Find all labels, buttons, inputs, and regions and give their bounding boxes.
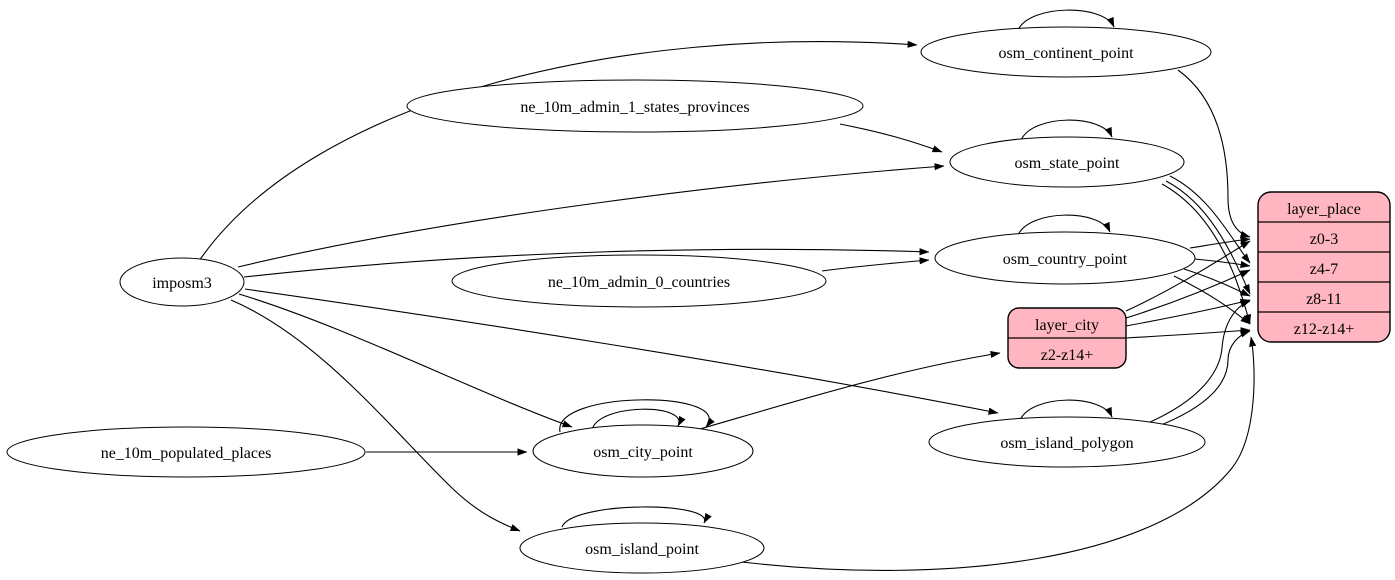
- edge-imposm3-to-osm_city_point: [238, 293, 573, 428]
- node-osm_country_point: osm_country_point: [934, 231, 1196, 285]
- node-osm_continent_point: osm_continent_point: [920, 26, 1212, 78]
- osm_island_polygon-ellipse: [928, 416, 1206, 468]
- ne_10m_admin_0_countries-ellipse: [451, 254, 827, 308]
- imposm3-ellipse: [119, 257, 245, 307]
- layer_city-row-z2-z14: z2-z14+: [1041, 347, 1094, 364]
- edge-osm_state_point-to-layer_place-z12-z14: [1161, 183, 1251, 325]
- edge-group: [198, 40, 1257, 571]
- layer_place-row-z0-3: z0-3: [1310, 231, 1338, 248]
- edge-imposm3-to-osm_island_point: [230, 299, 521, 532]
- layer_place-box: [1257, 191, 1391, 343]
- osm_country_point-label: osm_country_point: [1003, 251, 1128, 268]
- osm_island_point-label: osm_island_point: [585, 541, 699, 558]
- osm_continent_point-ellipse: [920, 26, 1212, 78]
- selfloop-osm_island_polygon: [1019, 399, 1113, 421]
- selfloop-osm_city_point-outer: [559, 399, 715, 433]
- node-osm_island_polygon: osm_island_polygon: [928, 416, 1206, 468]
- edge-ne_10m_admin_0_countries-to-osm_country_point: [821, 257, 930, 272]
- edge-imposm3-to-osm_country_point: [243, 248, 930, 278]
- edge-osm_country_point-to-layer_place-z0-3: [1189, 236, 1251, 249]
- node-ne_10m_admin_1_states_provinces: ne_10m_admin_1_states_provinces: [406, 79, 864, 133]
- ne_10m_admin_1_states_provinces-label: ne_10m_admin_1_states_provinces: [520, 99, 749, 116]
- ne_10m_populated_places-label: ne_10m_populated_places: [101, 445, 272, 462]
- selfloop-osm_island_point: [561, 506, 712, 528]
- edge-osm_country_point-to-layer_place-z4-7: [1194, 258, 1251, 268]
- selfloop-osm_continent_point: [1017, 9, 1115, 31]
- layer_place-row-z4-7: z4-7: [1310, 261, 1338, 278]
- selfloop-osm_city_point-inner: [591, 408, 686, 431]
- node-ne_10m_admin_0_countries: ne_10m_admin_0_countries: [451, 254, 827, 308]
- edge-osm_continent_point-to-layer_place-z0-3: [1177, 69, 1251, 238]
- edge-ne_10m_admin_1_states_provinces-to-osm_state_point: [839, 123, 943, 153]
- osm_city_point-ellipse: [532, 424, 754, 478]
- layer_place-title: layer_place: [1287, 201, 1361, 218]
- node-osm_city_point: osm_city_point: [532, 424, 754, 478]
- osm_island_polygon-label: osm_island_polygon: [1000, 435, 1133, 452]
- osm_country_point-ellipse: [934, 231, 1196, 285]
- edge-imposm3-to-osm_island_polygon: [244, 288, 999, 415]
- edge-osm_country_point-to-layer_place-z8-11: [1183, 268, 1251, 297]
- edge-imposm3-to-osm_continent_point: [198, 40, 918, 262]
- edge-layer_city-to-layer_place-z0-3: [1125, 240, 1251, 312]
- node-imposm3: imposm3: [119, 257, 245, 307]
- edge-osm_island_point-to-layer_place-z12-z14: [741, 336, 1257, 571]
- layer_place-row-z8-11: z8-11: [1306, 291, 1342, 308]
- node-layer_place: layer_place z0-3 z4-7 z8-11 z12-z14+: [1257, 191, 1391, 343]
- layer_place-row-z12-z14: z12-z14+: [1294, 321, 1355, 338]
- edge-layer_city-to-layer_place-z12-z14: [1125, 327, 1251, 339]
- edge-layer_city-to-layer_place-z4-7: [1125, 269, 1251, 319]
- osm_continent_point-label: osm_continent_point: [998, 45, 1134, 62]
- imposm3-label: imposm3: [152, 275, 212, 292]
- ne_10m_admin_1_states_provinces-ellipse: [406, 79, 864, 133]
- selfloop-group: [559, 9, 1115, 528]
- edge-layer_city-to-layer_place-z8-11: [1125, 298, 1251, 327]
- osm_city_point-label: osm_city_point: [593, 444, 693, 461]
- edge-imposm3-to-osm_state_point: [237, 163, 945, 268]
- ne_10m_admin_0_countries-label: ne_10m_admin_0_countries: [548, 274, 730, 291]
- edge-osm_island_polygon-to-layer_place-z12-z14: [1155, 330, 1251, 428]
- osm_state_point-ellipse: [949, 136, 1185, 188]
- node-ne_10m_populated_places: ne_10m_populated_places: [6, 426, 366, 478]
- selfloop-osm_state_point: [1020, 119, 1113, 141]
- ne_10m_populated_places-ellipse: [6, 426, 366, 478]
- osm_island_point-ellipse: [519, 522, 765, 574]
- edge-osm_island_polygon-to-layer_place-z8-11: [1147, 300, 1251, 424]
- edge-osm_state_point-to-layer_place-z4-7: [1169, 175, 1251, 264]
- selfloop-osm_country_point: [1017, 214, 1111, 236]
- layer_city-title: layer_city: [1035, 317, 1099, 334]
- edge-osm_country_point-to-layer_place-z12-z14: [1173, 275, 1251, 325]
- node-osm_state_point: osm_state_point: [949, 136, 1185, 188]
- node-osm_island_point: osm_island_point: [519, 522, 765, 574]
- osm_state_point-label: osm_state_point: [1015, 155, 1120, 172]
- edge-osm_state_point-to-layer_place-z8-11: [1165, 180, 1251, 295]
- node-layer_city: layer_city z2-z14+: [1007, 307, 1127, 369]
- edge-osm_city_point-to-layer_city-z2-z14: [699, 350, 1001, 430]
